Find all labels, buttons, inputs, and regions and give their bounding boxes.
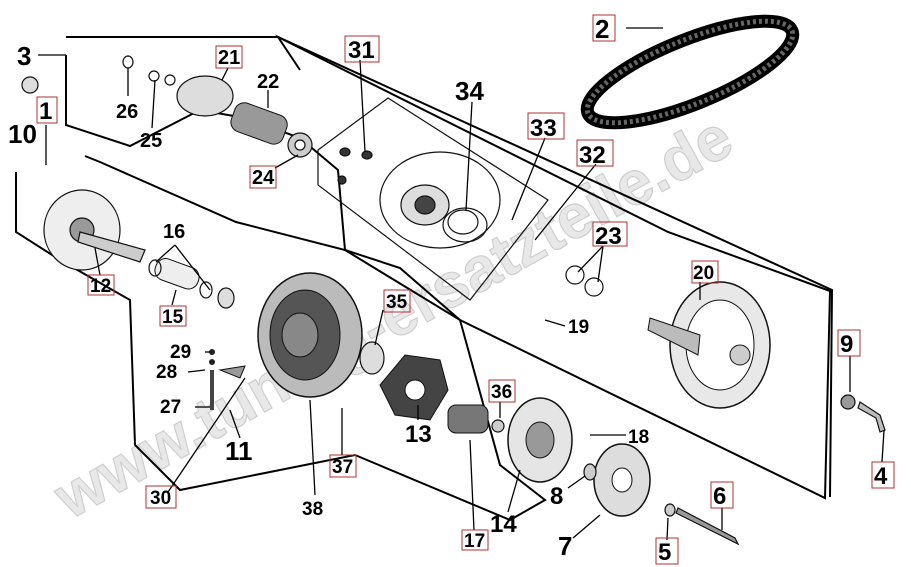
callout-3: 3 bbox=[17, 41, 31, 71]
callout-32: 32 bbox=[579, 142, 606, 169]
callout-13: 13 bbox=[405, 421, 432, 448]
callout-7: 7 bbox=[558, 531, 572, 561]
callout-38: 38 bbox=[302, 499, 323, 520]
variator-assembly bbox=[21, 55, 886, 546]
callout-4: 4 bbox=[874, 463, 888, 490]
callout-8: 8 bbox=[550, 483, 563, 510]
face-plate-20 bbox=[647, 281, 771, 409]
callout-15: 15 bbox=[162, 307, 184, 328]
callout-11: 11 bbox=[225, 436, 253, 466]
callout-14: 14 bbox=[490, 511, 517, 538]
callout-9: 9 bbox=[840, 331, 853, 358]
callout-22: 22 bbox=[257, 71, 279, 93]
callout-33: 33 bbox=[530, 115, 557, 142]
callout-20: 20 bbox=[693, 263, 714, 284]
callout-23: 23 bbox=[595, 223, 622, 250]
drive-belt bbox=[580, 14, 800, 130]
callout-24: 24 bbox=[252, 167, 275, 189]
callout-labels: 2 3 10 1 21 22 26 25 24 31 34 33 32 23 2… bbox=[8, 14, 895, 566]
callout-2: 2 bbox=[595, 14, 609, 44]
callout-16: 16 bbox=[163, 221, 185, 243]
callout-34: 34 bbox=[455, 76, 484, 106]
callout-5: 5 bbox=[658, 539, 671, 566]
driven-pulley-assembly bbox=[317, 97, 549, 301]
callout-36: 36 bbox=[491, 382, 512, 403]
callout-28: 28 bbox=[156, 362, 177, 383]
callout-1: 1 bbox=[39, 98, 52, 125]
callout-6: 6 bbox=[713, 483, 726, 510]
assembly-outlines bbox=[15, 34, 834, 522]
callout-10: 10 bbox=[8, 119, 37, 149]
panel-driven-pulley bbox=[275, 34, 834, 498]
callout-25: 25 bbox=[140, 130, 162, 152]
callout-37: 37 bbox=[332, 457, 353, 478]
callout-29: 29 bbox=[170, 342, 191, 363]
callout-17: 17 bbox=[464, 531, 485, 552]
callout-19: 19 bbox=[568, 317, 589, 338]
callout-27: 27 bbox=[160, 397, 181, 418]
panel-variator bbox=[15, 155, 547, 522]
callout-31: 31 bbox=[348, 37, 375, 64]
leader-lines bbox=[38, 27, 885, 541]
callout-12: 12 bbox=[90, 276, 111, 297]
callout-21: 21 bbox=[218, 47, 240, 69]
callout-35: 35 bbox=[386, 292, 408, 313]
callout-30: 30 bbox=[150, 488, 171, 509]
callout-18: 18 bbox=[628, 427, 649, 448]
callout-26: 26 bbox=[116, 101, 138, 123]
